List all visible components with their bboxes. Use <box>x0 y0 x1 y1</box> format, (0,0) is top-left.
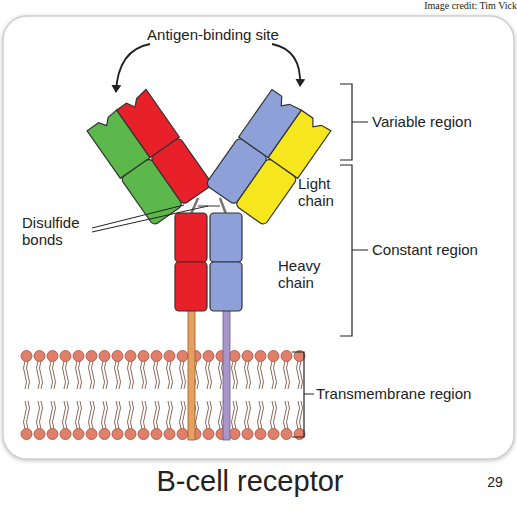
panel <box>3 16 514 459</box>
heavy-chain-constant <box>175 213 242 311</box>
leader-line <box>92 205 208 232</box>
part-label: Light chain <box>298 175 344 210</box>
region-label: Constant region <box>372 241 512 258</box>
region-label: Transmembrane region <box>316 385 512 402</box>
image-credit: Image credit: Tim Vick <box>360 0 517 12</box>
slide-number: 29 <box>480 474 510 490</box>
heavy-chain-tail <box>223 310 230 440</box>
region-label: Variable region <box>372 113 512 130</box>
part-label: Disulfide bonds <box>22 214 94 249</box>
pointer-arrow <box>116 44 300 92</box>
hinge <box>191 198 226 214</box>
heavy-chain-tail <box>188 310 195 440</box>
lipid-bilayer <box>20 350 306 440</box>
fab-arm <box>87 89 213 225</box>
part-label: Heavy chain <box>278 257 328 292</box>
part-label: Antigen-binding site <box>118 26 308 43</box>
slide-caption: B-cell receptor <box>90 465 410 498</box>
